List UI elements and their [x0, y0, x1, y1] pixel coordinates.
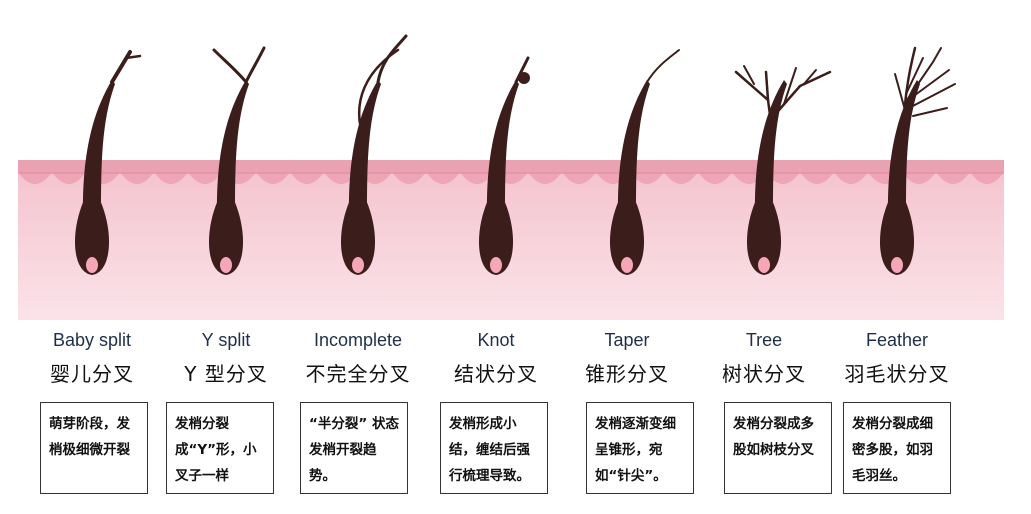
- type-description-box: 发梢分裂成“Y”形，小叉子一样: [166, 402, 274, 494]
- type-name-zh: 树状分叉: [722, 362, 806, 386]
- incomplete-split-hair-icon: [340, 34, 408, 275]
- tree-split-hair-icon: [734, 65, 832, 275]
- type-name-en: Taper: [604, 330, 650, 350]
- type-label-5: Tree 树状分叉: [690, 328, 838, 388]
- type-name-zh: 锥形分叉: [585, 362, 669, 386]
- type-name-zh: 结状分叉: [454, 362, 538, 386]
- type-name-zh: 不完全分叉: [305, 362, 411, 386]
- type-label-3: Knot 结状分叉: [422, 328, 570, 388]
- type-label-6: Feather 羽毛状分叉: [823, 328, 971, 388]
- type-label-2: Incomplete 不完全分叉: [284, 328, 432, 388]
- type-description-box: 萌芽阶段，发梢极细微开裂: [40, 402, 148, 494]
- type-description-box: “半分裂” 状态发梢开裂趋势。: [300, 402, 408, 494]
- type-name-zh: 羽毛状分叉: [844, 362, 950, 386]
- type-description-box: 发梢分裂成细密多股，如羽毛羽丝。: [843, 402, 951, 494]
- type-name-en: Knot: [477, 330, 515, 350]
- baby-split-hair-icon: [74, 50, 142, 275]
- skin-surface: [18, 160, 1004, 174]
- type-name-en: Y split: [201, 330, 251, 350]
- type-description-box: 发梢形成小结，缠结后强行梳理导致。: [440, 402, 548, 494]
- feather-split-hair-icon: [879, 46, 956, 275]
- type-description-box: 发梢逐渐变细呈锥形，宛如“针尖”。: [586, 402, 694, 494]
- type-name-en: Baby split: [52, 330, 132, 350]
- y-split-hair-icon: [208, 46, 266, 275]
- type-label-4: Taper 锥形分叉: [553, 328, 701, 388]
- type-description-box: 发梢分裂成多股如树枝分叉: [724, 402, 832, 494]
- hair-skin-illustration: [18, 34, 1004, 320]
- type-label-0: Baby split 婴儿分叉: [18, 328, 166, 388]
- taper-hair-icon: [609, 49, 680, 275]
- type-label-1: Y split Y 型分叉: [152, 328, 300, 388]
- type-name-en: Incomplete: [313, 330, 403, 350]
- type-name-zh: Y 型分叉: [184, 362, 268, 386]
- type-name-zh: 婴儿分叉: [50, 362, 134, 386]
- type-name-en: Tree: [745, 330, 783, 350]
- knot-hair-icon: [478, 56, 530, 275]
- type-name-en: Feather: [865, 330, 929, 350]
- skin-wave-layer: [18, 172, 1004, 184]
